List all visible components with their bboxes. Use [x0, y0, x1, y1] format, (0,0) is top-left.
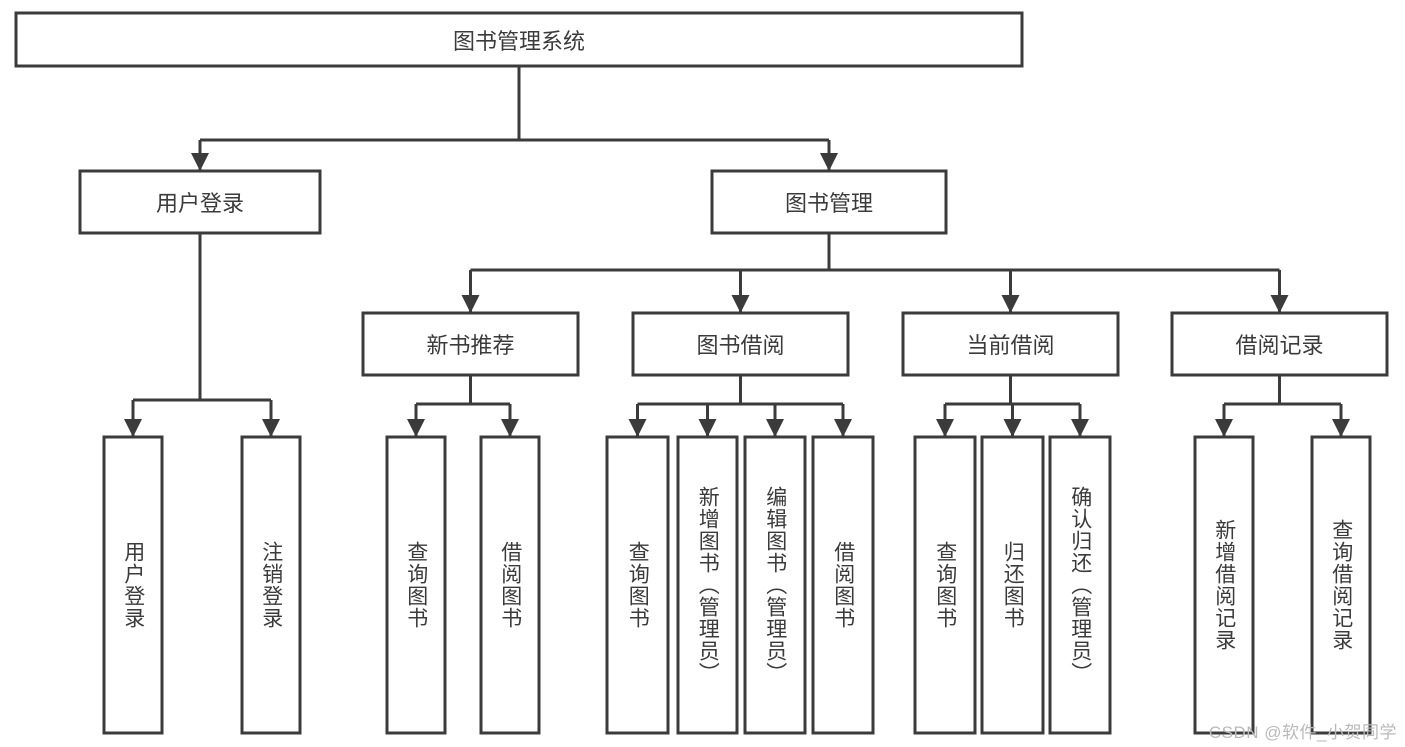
node-box-leaf-add-record[interactable] — [1193, 435, 1255, 735]
arrow-head-icon-book-borrow — [731, 295, 750, 313]
arrow-head-icon-leaf-borrow-book-2 — [834, 419, 852, 437]
watermark-text: CSDN @软件_小贺同学 — [1208, 723, 1397, 742]
node-label-book-manage: 图书管理 — [784, 191, 873, 216]
arrow-head-icon-current-borrow — [1001, 295, 1020, 313]
node-box-leaf-return-book[interactable] — [980, 435, 1045, 735]
node-box-current-borrow[interactable] — [901, 311, 1120, 377]
arrow-head-icon-leaf-user-login — [124, 419, 142, 437]
node-label-book-borrow: 图书借阅 — [696, 333, 785, 358]
arrow-head-icon-leaf-return-book — [1003, 419, 1022, 437]
node-box-book-manage[interactable] — [710, 169, 948, 235]
node-box-borrow-record[interactable] — [1170, 311, 1389, 377]
node-box-leaf-add-book[interactable] — [676, 435, 739, 735]
node-box-leaf-edit-book[interactable] — [743, 435, 807, 735]
node-box-leaf-query-book-3[interactable] — [913, 435, 977, 735]
node-box-leaf-logout[interactable] — [240, 435, 302, 735]
node-label-borrow-record: 借阅记录 — [1235, 333, 1324, 358]
arrow-head-icon-new-book-rec — [461, 295, 480, 313]
node-box-leaf-query-book-2[interactable] — [605, 435, 670, 735]
arrow-head-icon-user-login — [191, 153, 209, 171]
node-box-leaf-confirm-return[interactable] — [1048, 435, 1112, 735]
arrow-head-icon-leaf-query-book-1 — [407, 419, 425, 437]
arrow-head-icon-leaf-confirm-return — [1071, 419, 1089, 437]
node-box-leaf-borrow-book-2[interactable] — [811, 435, 875, 735]
node-box-new-book-rec[interactable] — [361, 311, 580, 377]
arrow-head-icon-leaf-logout — [262, 419, 280, 437]
node-box-root[interactable] — [14, 11, 1024, 68]
arrow-head-icon-leaf-query-book-3 — [936, 419, 954, 437]
node-label-root: 图书管理系统 — [452, 28, 585, 54]
node-label-user-login: 用户登录 — [155, 191, 244, 216]
node-box-leaf-borrow-book-1[interactable] — [479, 435, 541, 735]
node-box-book-borrow[interactable] — [631, 311, 850, 377]
arrow-head-icon-borrow-record — [1270, 295, 1289, 313]
node-box-leaf-user-login[interactable] — [102, 435, 164, 735]
arrow-head-icon-book-manage — [820, 153, 838, 171]
node-label-new-book-rec: 新书推荐 — [426, 333, 515, 358]
node-layer — [14, 11, 1389, 735]
node-box-leaf-query-book-1[interactable] — [385, 435, 447, 735]
edge-layer — [124, 66, 1350, 437]
arrow-head-icon-leaf-edit-book — [766, 419, 784, 437]
node-box-user-login[interactable] — [78, 169, 322, 235]
node-box-leaf-query-record[interactable] — [1310, 435, 1372, 735]
arrow-head-icon-leaf-add-book — [698, 419, 717, 437]
arrow-head-icon-leaf-add-record — [1215, 419, 1233, 437]
arrow-head-icon-leaf-borrow-book-1 — [501, 419, 519, 437]
node-label-current-borrow: 当前借阅 — [966, 333, 1055, 358]
arrow-head-icon-leaf-query-record — [1332, 419, 1350, 437]
arrow-head-icon-leaf-query-book-2 — [628, 419, 647, 437]
